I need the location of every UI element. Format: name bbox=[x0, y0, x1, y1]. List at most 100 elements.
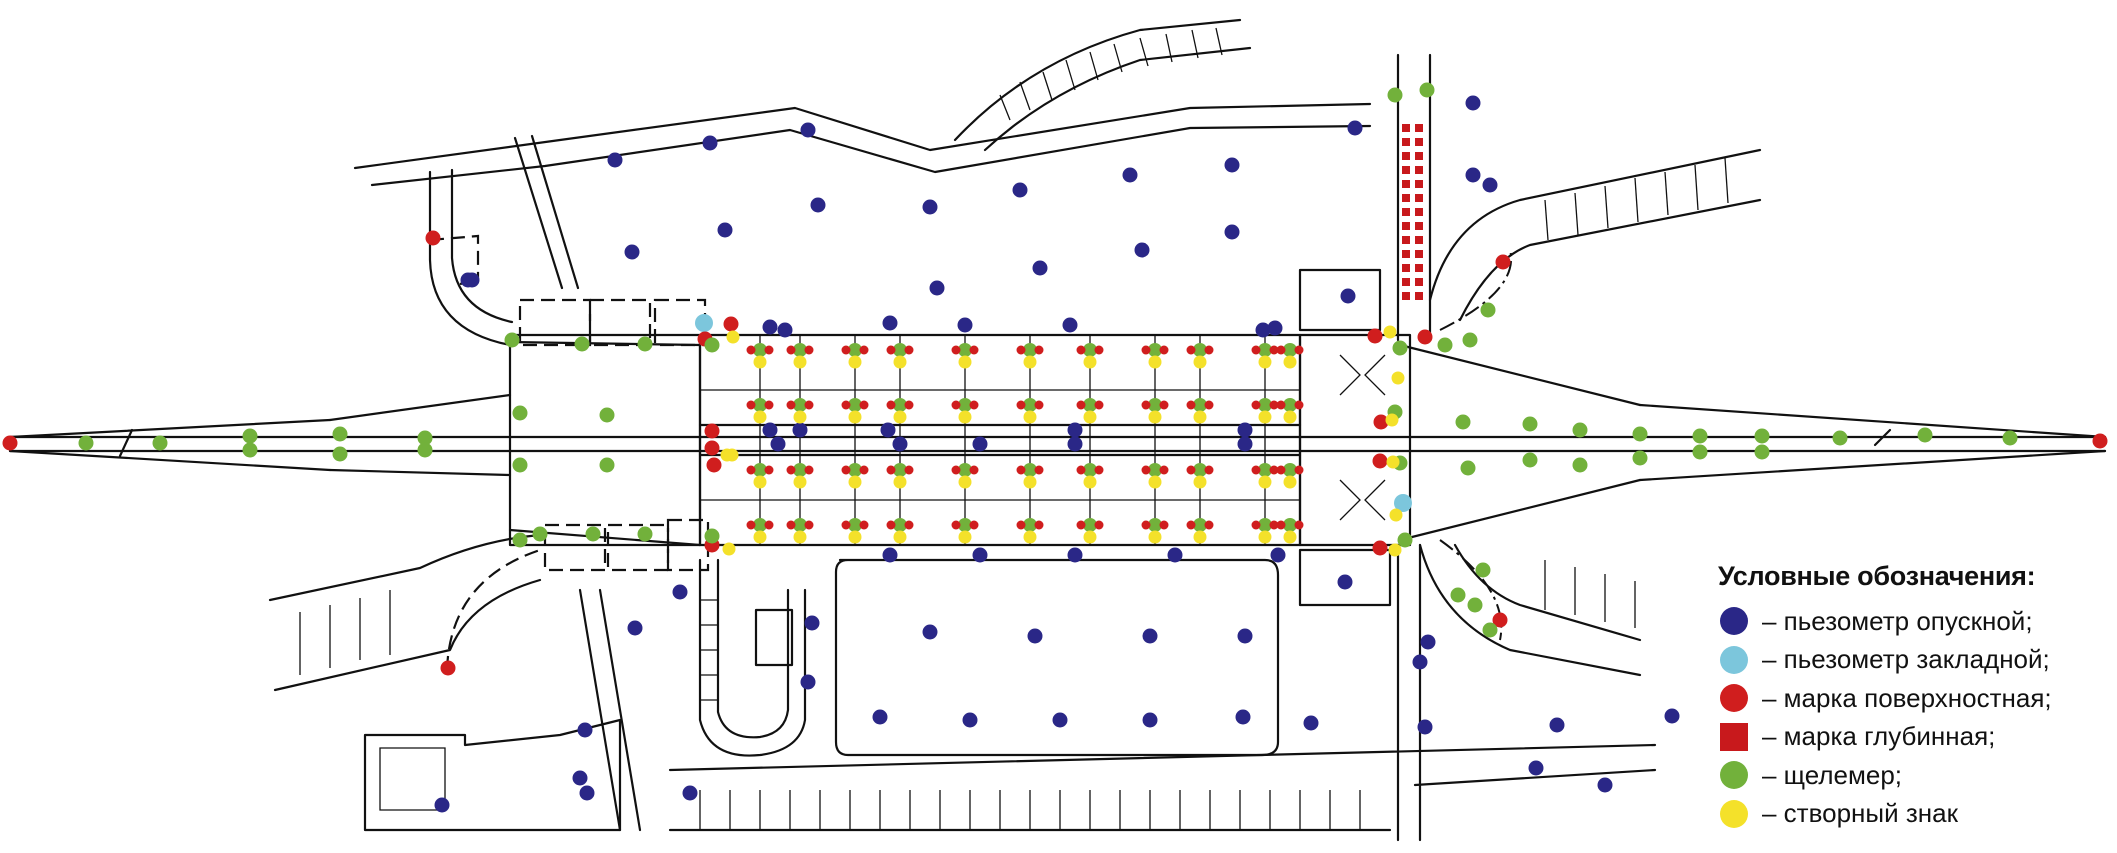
piezo-drop-marker bbox=[672, 584, 688, 600]
alignment-sign-marker bbox=[793, 355, 807, 369]
alignment-sign-marker bbox=[1148, 475, 1162, 489]
piezo-drop-marker bbox=[460, 272, 476, 288]
mark-surface-marker bbox=[804, 345, 814, 355]
alignment-sign-marker bbox=[1083, 530, 1097, 544]
crack-gauge-marker bbox=[893, 398, 907, 412]
mark-surface-marker bbox=[951, 400, 961, 410]
crack-gauge-marker bbox=[1692, 428, 1708, 444]
alignment-sign-marker bbox=[848, 355, 862, 369]
crack-gauge-marker bbox=[504, 332, 520, 348]
deep-mark-marker bbox=[1415, 166, 1423, 174]
crack-gauge-marker bbox=[1148, 518, 1162, 532]
mark-surface-marker bbox=[904, 520, 914, 530]
mark-surface-marker bbox=[1251, 345, 1261, 355]
crack-gauge-marker bbox=[848, 463, 862, 477]
crack-gauge-marker bbox=[704, 337, 720, 353]
alignment-sign-marker bbox=[1023, 355, 1037, 369]
crack-gauge-marker bbox=[848, 343, 862, 357]
alignment-sign-marker bbox=[958, 355, 972, 369]
crack-gauge-marker bbox=[1258, 343, 1272, 357]
crack-gauge-marker bbox=[893, 518, 907, 532]
crack-gauge-marker bbox=[599, 407, 615, 423]
mark-surface-marker bbox=[1094, 400, 1104, 410]
mark-surface-marker bbox=[841, 465, 851, 475]
crack-gauge-marker bbox=[599, 457, 615, 473]
mark-surface-marker bbox=[1372, 540, 1388, 556]
piezo-drop-marker bbox=[1417, 719, 1433, 735]
mark-surface-marker bbox=[1141, 465, 1151, 475]
alignment-sign-marker bbox=[1023, 530, 1037, 544]
crack-gauge-marker bbox=[753, 343, 767, 357]
legend-label: – створный знак bbox=[1762, 798, 1958, 829]
alignment-sign-marker bbox=[1283, 475, 1297, 489]
piezo-drop-marker bbox=[810, 197, 826, 213]
legend-label: – пьезометр закладной; bbox=[1762, 644, 2050, 675]
alignment-sign-marker bbox=[1258, 530, 1272, 544]
piezo-drop-marker bbox=[1664, 708, 1680, 724]
mark-surface-marker bbox=[704, 423, 720, 439]
crack-gauge-marker bbox=[1522, 452, 1538, 468]
piezo-drop-marker bbox=[882, 547, 898, 563]
piezo-drop-marker bbox=[624, 244, 640, 260]
mark-surface-marker bbox=[764, 465, 774, 475]
piezo-drop-marker bbox=[717, 222, 733, 238]
deep-mark-marker bbox=[1402, 250, 1410, 258]
crack-gauge-marker bbox=[1258, 518, 1272, 532]
deep-mark-marker bbox=[1402, 166, 1410, 174]
piezo-drop-marker bbox=[577, 722, 593, 738]
mark-surface-marker bbox=[1276, 465, 1286, 475]
deep-mark-marker bbox=[1415, 250, 1423, 258]
crack-gauge-marker bbox=[1148, 398, 1162, 412]
piezo-drop-marker bbox=[1134, 242, 1150, 258]
mark-surface-marker bbox=[723, 316, 739, 332]
mark-surface-marker bbox=[1372, 453, 1388, 469]
mark-surface-marker bbox=[969, 345, 979, 355]
piezo-drop-marker bbox=[972, 547, 988, 563]
crack-gauge-marker bbox=[1632, 426, 1648, 442]
piezo-drop-marker bbox=[1235, 709, 1251, 725]
alignment-sign-marker bbox=[1083, 410, 1097, 424]
crack-gauge-marker bbox=[1193, 343, 1207, 357]
mark-surface-marker bbox=[1204, 400, 1214, 410]
crack-gauge-marker bbox=[242, 428, 258, 444]
mark-surface-marker bbox=[1492, 612, 1508, 628]
piezo-drop-marker bbox=[872, 709, 888, 725]
deep-mark-marker bbox=[1415, 138, 1423, 146]
mark-surface-marker bbox=[951, 465, 961, 475]
alignment-sign-marker bbox=[848, 410, 862, 424]
crack-gauge-marker bbox=[1148, 463, 1162, 477]
mark-surface-marker bbox=[841, 400, 851, 410]
piezo-drop-marker bbox=[1142, 712, 1158, 728]
crack-gauge-marker bbox=[1482, 622, 1498, 638]
crack-gauge-marker bbox=[958, 398, 972, 412]
piezo-drop-marker bbox=[1347, 120, 1363, 136]
piezo-drop-marker bbox=[1067, 422, 1083, 438]
deep-mark-marker bbox=[1402, 292, 1410, 300]
mark-surface-marker bbox=[969, 465, 979, 475]
legend-item-deep-mark: – марка глубинная; bbox=[1718, 718, 2108, 757]
mark-surface-marker bbox=[1141, 400, 1151, 410]
crack-gauge-marker bbox=[1572, 422, 1588, 438]
crack-gauge-marker bbox=[1572, 457, 1588, 473]
deep-mark-marker bbox=[1415, 194, 1423, 202]
mark-surface-marker bbox=[1373, 414, 1389, 430]
mark-surface-marker bbox=[1159, 345, 1169, 355]
crack-gauge-marker bbox=[585, 526, 601, 542]
legend-item-piezometer-embedded: – пьезометр закладной; bbox=[1718, 641, 2108, 680]
crack-gauge-marker bbox=[893, 343, 907, 357]
mark-surface-marker bbox=[746, 465, 756, 475]
piezo-drop-marker bbox=[892, 436, 908, 452]
mark-surface-marker bbox=[764, 520, 774, 530]
mark-surface-marker bbox=[1016, 520, 1026, 530]
mark-surface-marker bbox=[904, 345, 914, 355]
piezo-drop-marker bbox=[1528, 760, 1544, 776]
deep-mark-marker bbox=[1402, 152, 1410, 160]
crack-gauge-marker bbox=[753, 518, 767, 532]
piezo-drop-marker bbox=[792, 422, 808, 438]
piezo-drop-marker bbox=[1237, 422, 1253, 438]
crack-gauge-marker bbox=[753, 463, 767, 477]
crack-gauge-marker bbox=[637, 336, 653, 352]
mark-surface-marker bbox=[1186, 465, 1196, 475]
alignment-sign-marker bbox=[893, 475, 907, 489]
mark-surface-marker bbox=[904, 400, 914, 410]
